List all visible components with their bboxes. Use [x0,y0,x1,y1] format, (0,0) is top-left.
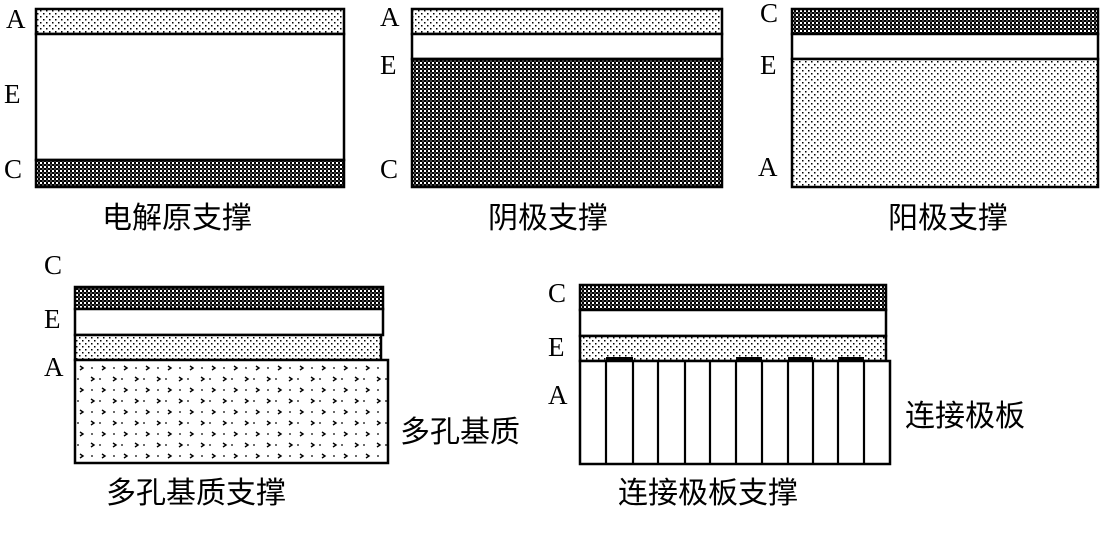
electrolyte-layer [410,32,724,61]
anode-layer [73,333,383,362]
panel-interconnect-supported: C E A 连接极板 连接极板支撑 [548,278,1025,510]
cathode-layer [410,57,724,189]
electrolyte-label: E [548,332,565,362]
electrolyte-layer [578,308,888,338]
panel-porous-substrate-supported: C E A 多孔基质 多孔基质支撑 [44,250,520,510]
cathode-label: C [4,154,22,184]
anode-label: A [6,4,26,34]
electrolyte-layer [34,32,346,162]
anode-label: A [758,152,778,182]
panel-caption: 阴极支撑 [488,202,608,235]
panel-anode-supported: C E A 阳极支撑 [758,0,1100,235]
electrolyte-layer [73,307,385,337]
cathode-layer [790,7,1100,36]
cathode-layer [34,158,346,189]
panel-caption: 电解原支撑 [102,202,252,235]
panel-caption: 连接极板支撑 [618,477,798,510]
electrolyte-layer [790,32,1100,61]
panel-caption: 多孔基质支撑 [106,477,286,510]
rib-contact-tabs [606,357,864,362]
anode-layer [34,7,346,36]
electrolyte-label: E [4,79,21,109]
anode-layer [410,7,724,36]
panel-electrolyte-supported: A E C 电解原支撑 [4,4,346,235]
substrate-side-label: 多孔基质 [400,416,520,449]
cathode-label: C [760,0,778,28]
interconnect-ribs [604,361,866,464]
cathode-layer [73,285,385,311]
cathode-label: C [44,250,62,280]
cathode-label: C [380,154,398,184]
electrolyte-label: E [44,304,61,334]
electrolyte-label: E [760,50,777,80]
porous-substrate-layer [73,358,390,465]
anode-label: A [380,2,400,32]
cathode-layer [578,283,888,312]
anode-label: A [548,380,568,410]
panel-caption: 阳极支撑 [888,202,1008,235]
anode-label: A [44,352,64,382]
interconnect-side-label: 连接极板 [905,400,1025,433]
cathode-label: C [548,278,566,308]
panel-cathode-supported: A E C 阴极支撑 [380,2,724,235]
electrolyte-label: E [380,50,397,80]
anode-layer [790,57,1100,189]
